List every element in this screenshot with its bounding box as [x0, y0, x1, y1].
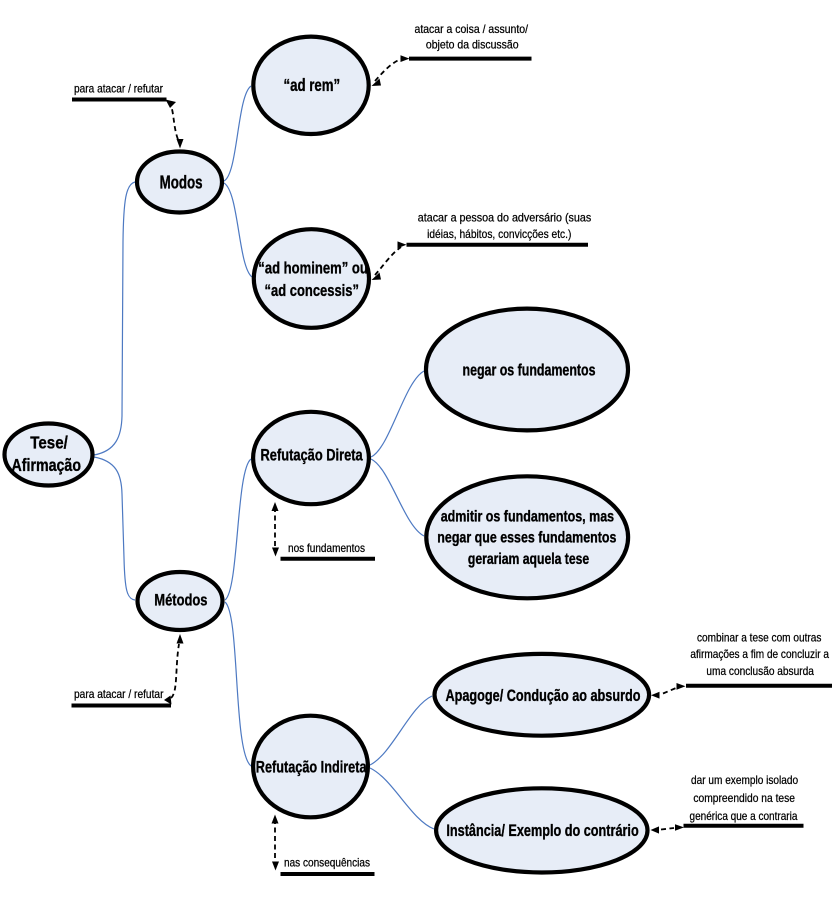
- svg-text:Afirmação: Afirmação: [12, 455, 82, 475]
- svg-text:“ad rem”: “ad rem”: [284, 75, 341, 95]
- svg-text:idéias, hábitos, convicções et: idéias, hábitos, convicções etc.): [427, 227, 571, 241]
- svg-text:negar os fundamentos: negar os fundamentos: [463, 361, 596, 380]
- svg-text:Apagoge/ Condução ao absurdo: Apagoge/ Condução ao absurdo: [446, 686, 641, 705]
- svg-text:combinar a tese com outras: combinar a tese com outras: [697, 631, 821, 645]
- svg-text:“ad concessis”: “ad concessis”: [265, 281, 360, 300]
- svg-text:nas consequências: nas consequências: [284, 856, 370, 870]
- svg-text:atacar a pessoa do adversário: atacar a pessoa do adversário (suas: [418, 210, 591, 224]
- svg-text:Instância/ Exemplo do contrári: Instância/ Exemplo do contrário: [446, 821, 638, 840]
- svg-text:Métodos: Métodos: [154, 591, 207, 610]
- svg-text:para atacar / refutar: para atacar / refutar: [74, 82, 163, 96]
- svg-text:Modos: Modos: [160, 172, 203, 192]
- svg-text:“ad hominem” ou: “ad hominem” ou: [258, 258, 368, 277]
- svg-text:Tese/: Tese/: [30, 433, 68, 453]
- svg-text:para atacar / refutar: para atacar / refutar: [74, 687, 164, 701]
- svg-text:atacar a coisa / assunto/: atacar a coisa / assunto/: [415, 22, 529, 36]
- svg-text:Refutação Indireta: Refutação Indireta: [256, 757, 367, 776]
- svg-text:negar que esses fundamentos: negar que esses fundamentos: [437, 530, 616, 547]
- svg-text:genérica que a contraria: genérica que a contraria: [690, 809, 798, 823]
- svg-text:gerariam aquela tese: gerariam aquela tese: [468, 551, 589, 568]
- svg-text:admitir os fundamentos, mas: admitir os fundamentos, mas: [441, 509, 614, 526]
- svg-text:dar um exemplo isolado: dar um exemplo isolado: [691, 773, 798, 787]
- svg-text:compreendido na tese: compreendido na tese: [693, 791, 795, 805]
- svg-text:nos fundamentos: nos fundamentos: [288, 541, 365, 555]
- svg-text:uma conclusão absurda: uma conclusão absurda: [706, 664, 814, 678]
- svg-text:Refutação Direta: Refutação Direta: [261, 446, 364, 465]
- svg-text:afirmações a fim de concluzir: afirmações a fim de concluzir a: [690, 647, 829, 661]
- svg-text:objeto da discussão: objeto da discussão: [426, 37, 519, 51]
